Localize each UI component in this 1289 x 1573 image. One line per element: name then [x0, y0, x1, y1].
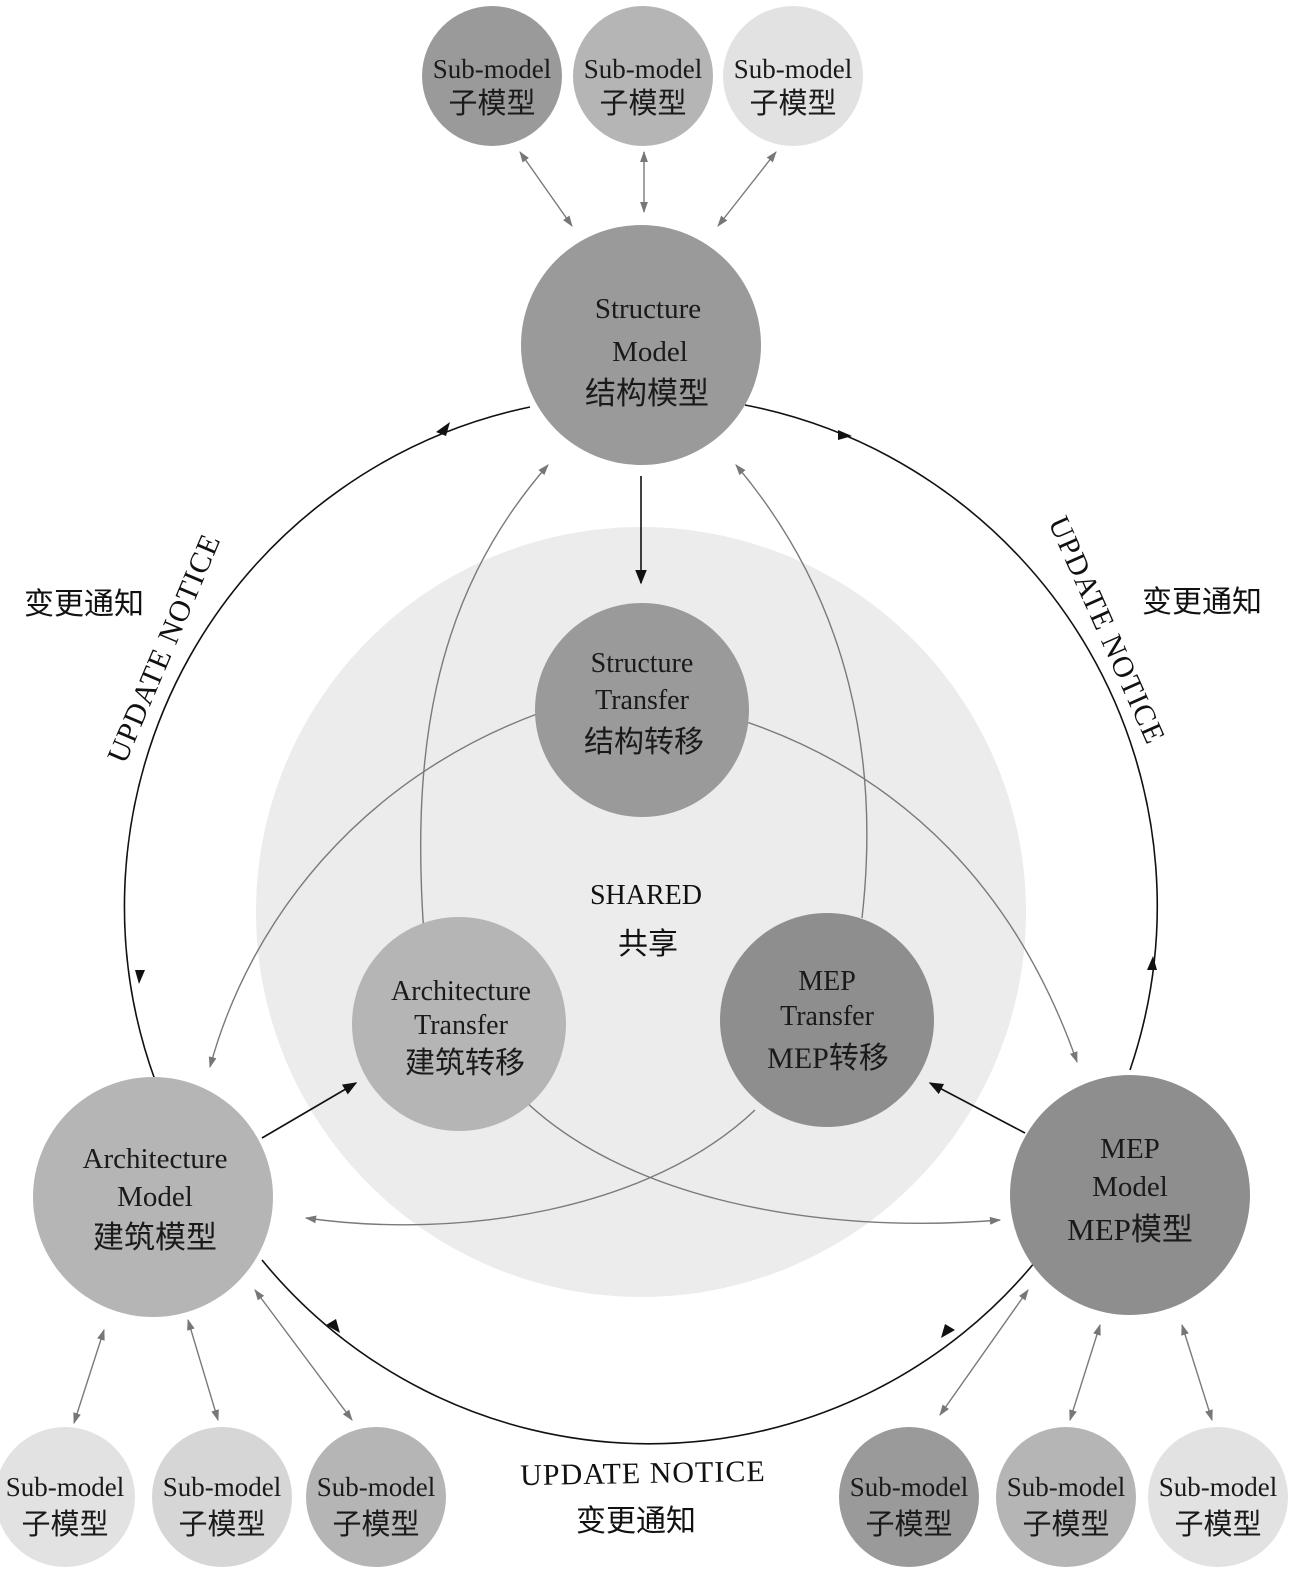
submodel-link: [73, 1328, 105, 1425]
submodel-link: [717, 151, 777, 227]
node-label-zh: MEP模型: [1067, 1212, 1193, 1247]
submodel-node[interactable]: Sub-model 子模型: [573, 6, 713, 146]
submodel-node[interactable]: Sub-model 子模型: [1148, 1427, 1288, 1567]
svg-text:子模型: 子模型: [599, 87, 686, 120]
node-label-zh: 建筑模型: [93, 1220, 217, 1255]
svg-text:子模型: 子模型: [1174, 1508, 1261, 1541]
node-label-zh: 结构模型: [585, 376, 709, 411]
svg-text:子模型: 子模型: [21, 1508, 108, 1541]
arch-transfer-to-structure: [420, 464, 549, 949]
arrow-head: [838, 430, 852, 440]
node-label: Model: [117, 1181, 193, 1213]
svg-text:Sub-model: Sub-model: [317, 1472, 436, 1502]
structure-model-node[interactable]: Structure Model 结构模型: [521, 225, 761, 465]
svg-text:子模型: 子模型: [332, 1508, 419, 1541]
structure-transfer-to-mep: [721, 713, 1078, 1064]
node-label: Transfer: [595, 685, 690, 716]
arch-transfer-to-mep: [515, 1091, 1002, 1225]
svg-text:子模型: 子模型: [865, 1508, 952, 1541]
node-label: Transfer: [414, 1010, 509, 1041]
node-label: MEP: [1100, 1133, 1160, 1165]
submodel-link: [519, 151, 573, 227]
submodel-node[interactable]: Sub-model 子模型: [306, 1427, 446, 1567]
node-label-zh: 结构转移: [584, 726, 704, 759]
update-notice-bottom: UPDATE NOTICE: [520, 1455, 766, 1492]
update-arc-right: [744, 404, 1159, 1071]
svg-text:Sub-model: Sub-model: [6, 1472, 125, 1502]
node-label: Model: [612, 336, 688, 368]
submodel-node[interactable]: Sub-model 子模型: [0, 1427, 135, 1567]
node-label: Structure: [595, 293, 701, 325]
svg-text:子模型: 子模型: [1022, 1508, 1109, 1541]
node-label: Architecture: [83, 1143, 228, 1175]
node-label: Structure: [591, 648, 694, 679]
submodel-link: [254, 1289, 353, 1421]
submodel-node[interactable]: Sub-model 子模型: [996, 1427, 1136, 1567]
submodel-node[interactable]: Sub-model 子模型: [152, 1427, 292, 1567]
arrow-head: [941, 1324, 955, 1338]
architecture-model-node[interactable]: Architecture Model 建筑模型: [33, 1077, 273, 1317]
submodel-link: [187, 1318, 219, 1422]
arrow-head: [135, 970, 145, 984]
shared-label: SHARED: [590, 880, 702, 911]
svg-text:Sub-model: Sub-model: [584, 54, 703, 84]
svg-text:Sub-model: Sub-model: [734, 54, 853, 84]
node-label-zh: 建筑转移: [405, 1047, 525, 1080]
node-label: MEP: [798, 966, 856, 997]
submodel-link: [1069, 1323, 1101, 1422]
mep-transfer-to-arch: [304, 1109, 756, 1226]
structure-transfer-to-arch: [208, 713, 538, 1069]
submodel-node[interactable]: Sub-model 子模型: [839, 1427, 979, 1567]
update-arc-bottom: [261, 1259, 1036, 1445]
node-label: Architecture: [391, 976, 531, 1007]
update-notice-left-zh: 变更通知: [24, 588, 144, 621]
arrow-head: [436, 422, 450, 436]
mep-model-node[interactable]: MEP Model MEP模型: [1010, 1075, 1250, 1315]
submodel-node[interactable]: Sub-model 子模型: [723, 6, 863, 146]
svg-text:Sub-model: Sub-model: [433, 54, 552, 84]
update-arc-left: [123, 406, 531, 1081]
svg-text:Sub-model: Sub-model: [1007, 1472, 1126, 1502]
arrow-head: [1147, 956, 1157, 970]
svg-text:子模型: 子模型: [749, 87, 836, 120]
update-notice-right: UPDATE NOTICE: [1042, 511, 1172, 749]
submodel-node[interactable]: Sub-model 子模型: [422, 6, 562, 146]
svg-text:Sub-model: Sub-model: [1159, 1472, 1278, 1502]
mep-transfer-to-structure: [735, 464, 868, 919]
update-notice-right-zh: 变更通知: [1142, 586, 1262, 619]
svg-text:子模型: 子模型: [178, 1508, 265, 1541]
node-label: Transfer: [780, 1001, 875, 1032]
architecture-to-transfer-arrow: [261, 1082, 358, 1139]
submodel-link: [1181, 1323, 1213, 1422]
node-label: Model: [1092, 1171, 1168, 1203]
mep-transfer-node[interactable]: MEP Transfer MEP转移: [720, 913, 934, 1127]
submodel-link: [939, 1289, 1029, 1416]
svg-text:Sub-model: Sub-model: [163, 1472, 282, 1502]
architecture-transfer-node[interactable]: Architecture Transfer 建筑转移: [352, 917, 566, 1131]
shared-label-zh: 共享: [618, 928, 678, 961]
update-notice-bottom-zh: 变更通知: [576, 1505, 696, 1538]
structure-transfer-node[interactable]: Structure Transfer 结构转移: [535, 603, 749, 817]
update-notice-left: UPDATE NOTICE: [101, 529, 227, 768]
svg-text:Sub-model: Sub-model: [850, 1472, 969, 1502]
mep-to-transfer-arrow: [928, 1082, 1026, 1134]
svg-text:子模型: 子模型: [448, 87, 535, 120]
node-label-zh: MEP转移: [767, 1042, 889, 1075]
